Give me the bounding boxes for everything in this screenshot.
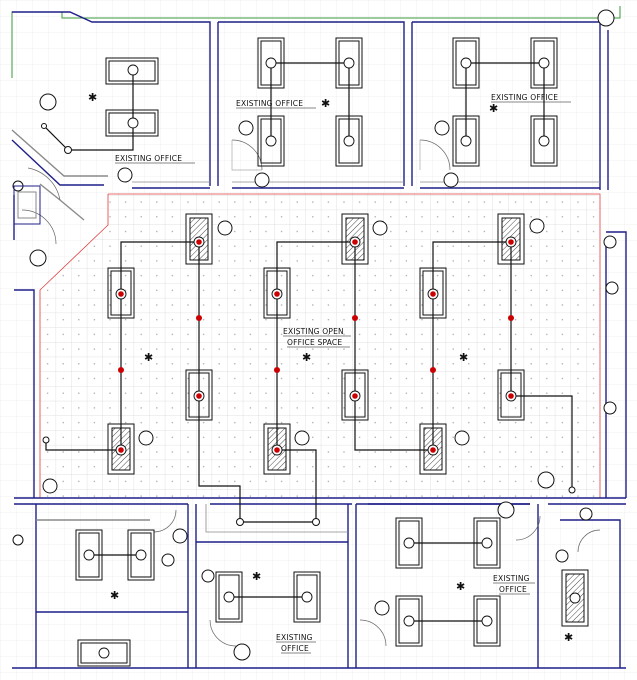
walls [11,6,627,669]
circuit-endpoints [41,123,576,526]
open-office-devices [115,236,517,456]
label-open-office-line1: EXISTING OPEN [283,327,344,336]
svg-text:✱: ✱ [110,589,119,602]
svg-text:✱: ✱ [489,102,498,115]
svg-text:✱: ✱ [252,570,261,583]
label-north-center-office: EXISTING OFFICE [236,99,303,108]
svg-text:✱: ✱ [302,351,311,364]
northwest-closet [13,185,41,225]
desk-devices [83,57,581,659]
label-open-office-line2: OFFICE SPACE [287,338,342,347]
svg-text:✱: ✱ [321,97,330,110]
star-symbols: ✱ ✱ ✱ ✱ ✱ ✱ ✱ ✱ ✱ ✱ [88,91,573,644]
label-south-east-office-line2: OFFICE [499,585,527,594]
door-swings [21,139,601,647]
label-north-east-office: EXISTING OFFICE [491,93,558,102]
svg-text:✱: ✱ [564,631,573,644]
sensor-circles [12,9,619,661]
open-office-ceiling-grid [40,193,598,497]
label-south-east-office-line1: EXISTING [493,574,530,583]
svg-text:✱: ✱ [456,580,465,593]
svg-text:✱: ✱ [459,351,468,364]
room-labels: EXISTING OFFICE EXISTING OFFICE EXISTING… [115,93,571,654]
svg-text:✱: ✱ [144,351,153,364]
label-south-center-office-line2: OFFICE [281,644,309,653]
label-northwest-office: EXISTING OFFICE [115,154,182,163]
label-south-center-office-line1: EXISTING [276,633,313,642]
svg-text:✱: ✱ [88,91,97,104]
